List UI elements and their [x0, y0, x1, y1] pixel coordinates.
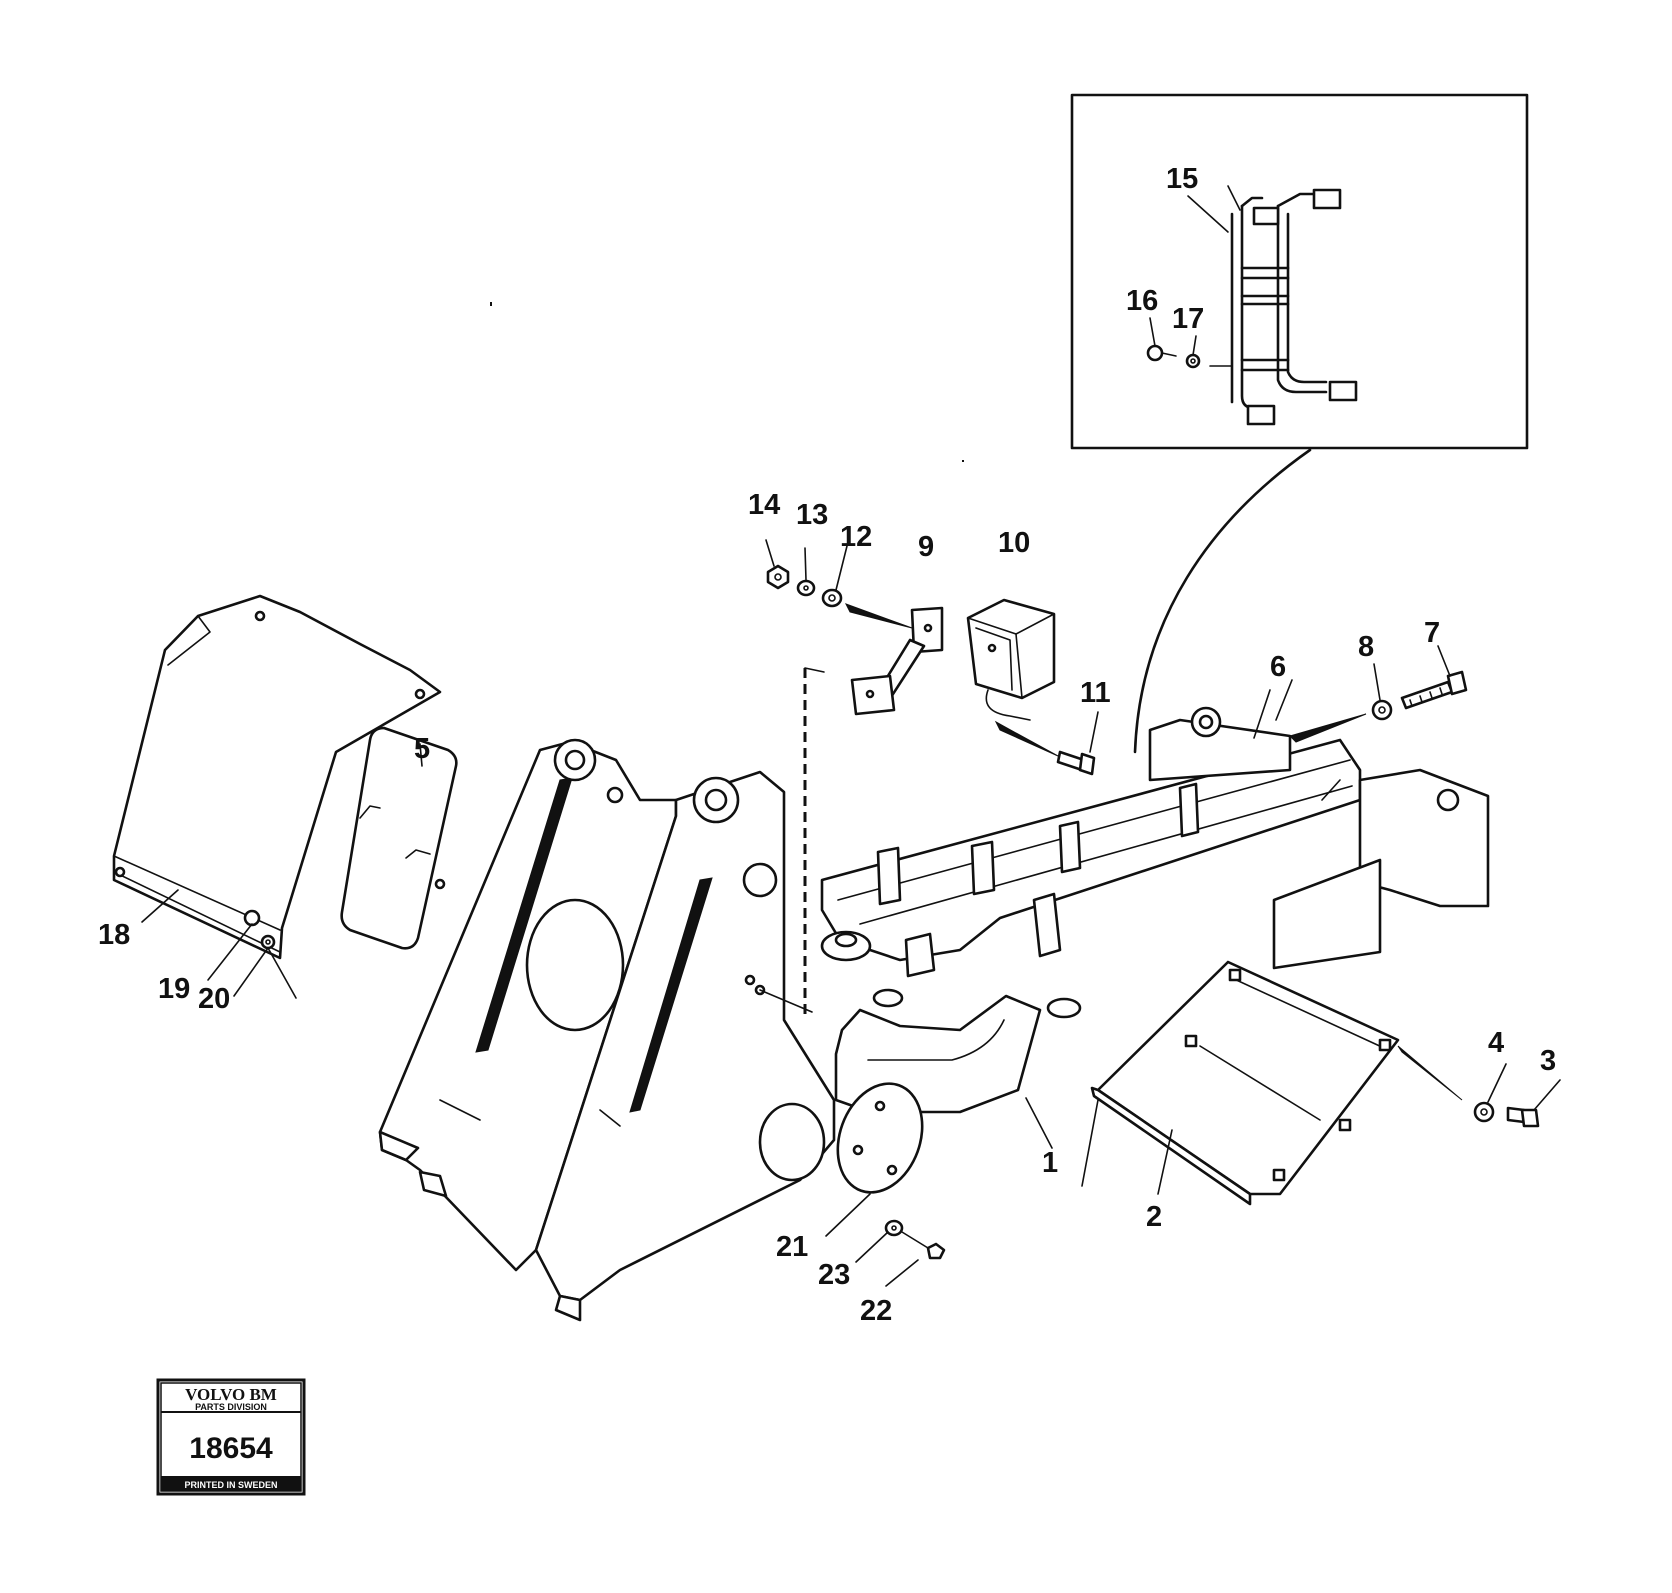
callout-labels: 1 2 3 4 5 6 7 8 9 10 11 12 13 14 15 16 1…: [98, 163, 1556, 1327]
callout-4: 4: [1488, 1027, 1504, 1059]
bolt-3: [1506, 1106, 1540, 1128]
washer-12: [821, 588, 843, 608]
detail-inset: [1070, 93, 1529, 754]
lamp-bracket: [850, 606, 944, 716]
work-lamp: [966, 598, 1056, 721]
hatch-panel: [340, 726, 458, 950]
print-speck: [490, 302, 492, 306]
washer-4: [1473, 1101, 1495, 1123]
callout-17: 17: [1172, 303, 1204, 335]
callout-6: 6: [1270, 651, 1286, 683]
callout-9: 9: [918, 531, 934, 563]
stamp-printed: PRINTED IN SWEDEN: [184, 1480, 277, 1490]
washer-20: [260, 934, 276, 950]
callout-21: 21: [776, 1231, 808, 1263]
front-frame: [378, 738, 836, 1322]
bolt-7: [1400, 670, 1468, 710]
callout-15: 15: [1166, 163, 1198, 195]
callout-3: 3: [1540, 1045, 1556, 1077]
stamp-number: 18654: [189, 1432, 273, 1465]
main-frame: [820, 706, 1490, 1114]
bottom-plate: [1090, 960, 1400, 1206]
callout-23: 23: [818, 1259, 850, 1291]
bolt-11: [994, 711, 1099, 776]
stamp-brand: VOLVO BM: [185, 1385, 277, 1404]
washer-13: [796, 579, 816, 597]
callout-5: 5: [414, 733, 430, 765]
callout-13: 13: [796, 499, 828, 531]
callout-19: 19: [158, 973, 190, 1005]
access-cover: [836, 1082, 924, 1194]
callout-16: 16: [1126, 285, 1158, 317]
callout-22: 22: [860, 1295, 892, 1327]
bolt-19: [243, 909, 261, 927]
nut-14: [766, 564, 790, 590]
callout-1: 1: [1042, 1147, 1058, 1179]
callout-11: 11: [1080, 677, 1111, 709]
print-speck: [962, 460, 964, 462]
callout-7: 7: [1424, 617, 1440, 649]
volvo-bm-stamp: VOLVO BM PARTS DIVISION 18654 PRINTED IN…: [156, 1378, 306, 1496]
callout-18: 18: [98, 919, 130, 951]
washer-8: [1371, 699, 1393, 721]
callout-12: 12: [840, 521, 872, 553]
callout-2: 2: [1146, 1201, 1162, 1233]
step-ladder: [1209, 188, 1358, 426]
callout-14: 14: [748, 489, 780, 521]
washer-17: [1185, 353, 1201, 369]
callout-10: 10: [998, 527, 1030, 559]
callout-20: 20: [198, 983, 230, 1015]
bolt-22: [926, 1242, 946, 1260]
stamp-division: PARTS DIVISION: [195, 1402, 267, 1412]
bolt-16: [1146, 344, 1177, 362]
callout-8: 8: [1358, 631, 1374, 663]
washer-23: [884, 1219, 904, 1237]
